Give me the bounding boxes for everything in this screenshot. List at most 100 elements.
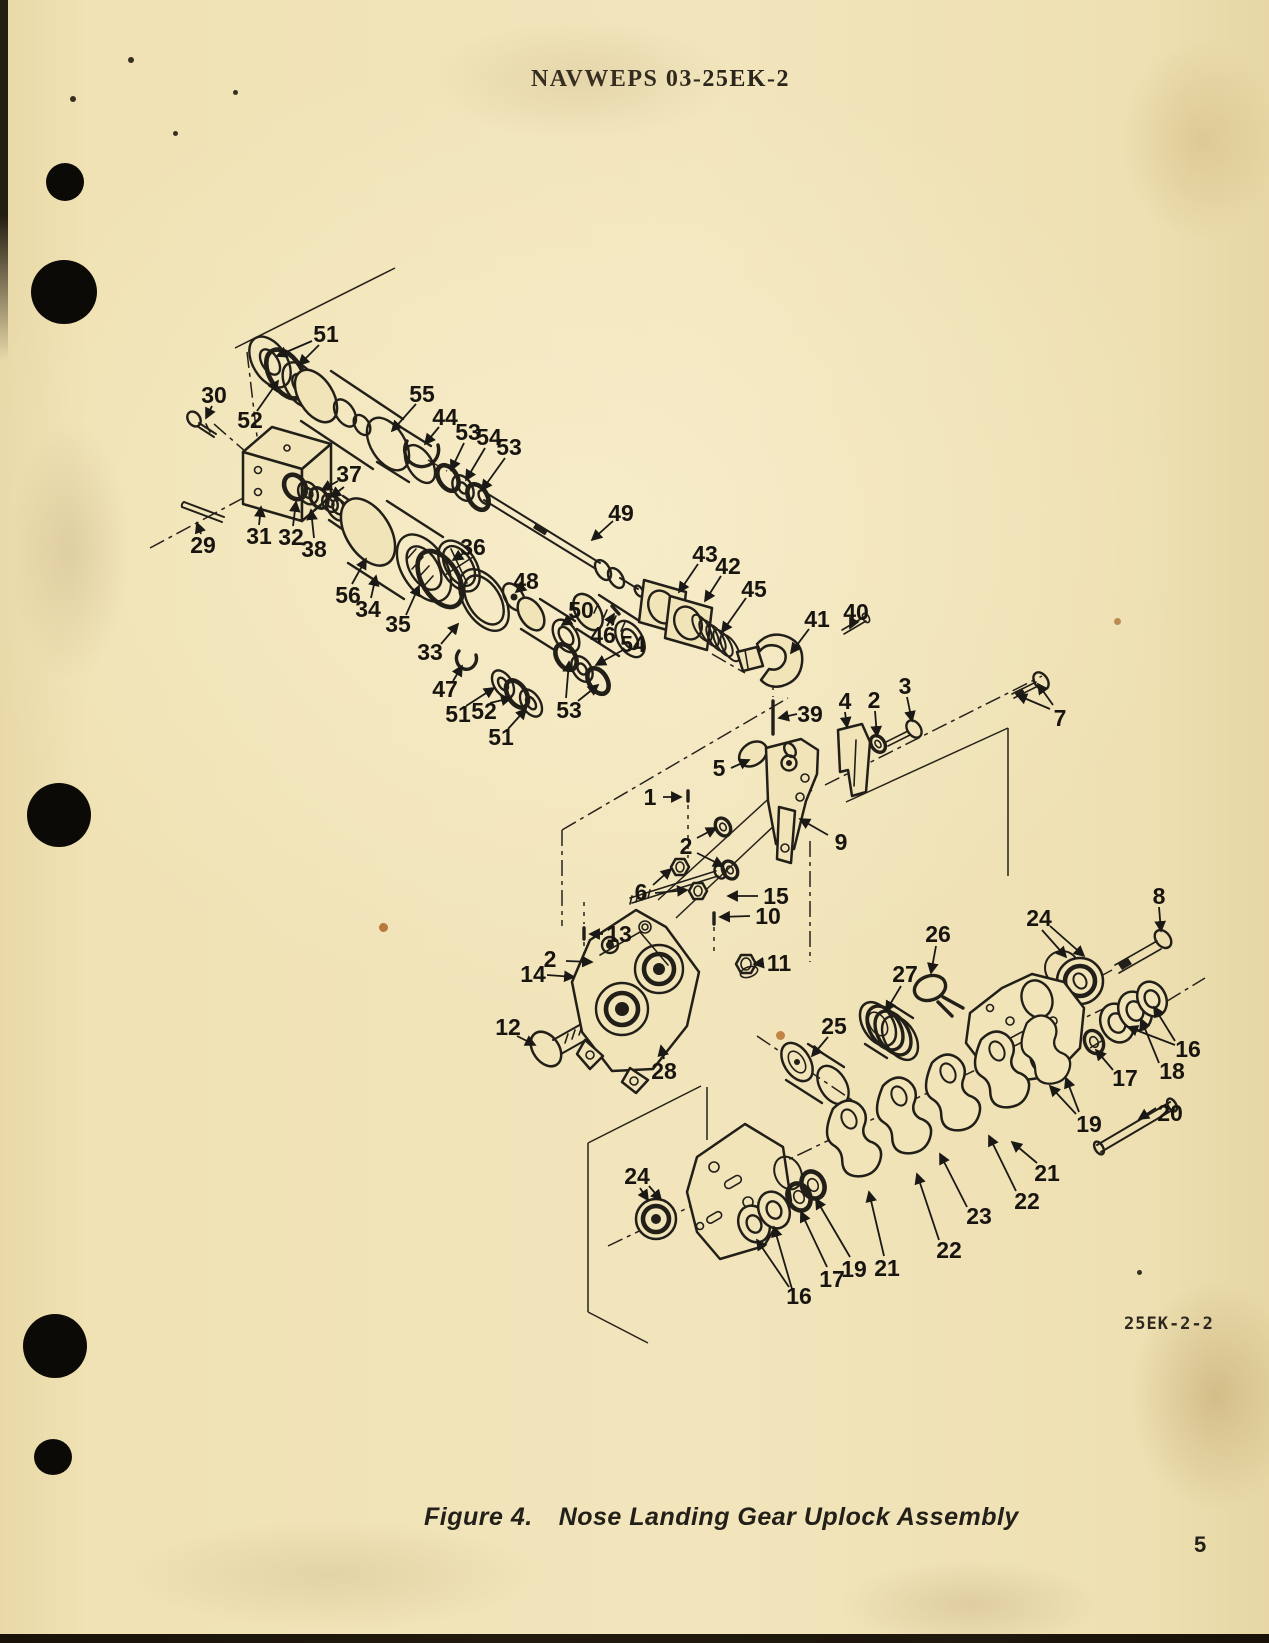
callout-number: 11 xyxy=(767,950,792,976)
punch-hole xyxy=(34,1439,72,1475)
callout-leader xyxy=(297,344,320,367)
punch-hole xyxy=(23,1314,87,1378)
callout-number: 22 xyxy=(1014,1188,1040,1214)
callout-leader xyxy=(489,694,513,706)
callout-number: 51 xyxy=(445,701,471,727)
callout-leader xyxy=(988,1134,1017,1192)
callout-number: 4 xyxy=(839,688,852,714)
callout-number: 38 xyxy=(301,536,327,562)
callout-number: 8 xyxy=(1153,883,1166,909)
callout-leader xyxy=(637,1187,649,1202)
callout-leader xyxy=(368,574,380,599)
callout-number: 53 xyxy=(455,419,481,445)
callout-number: 53 xyxy=(556,697,582,723)
callout-leader xyxy=(507,707,528,730)
callout-number: 13 xyxy=(606,921,632,947)
callout-leader xyxy=(849,616,860,630)
callout-labels: 1222345678910111213141516161717181919202… xyxy=(190,321,1201,1309)
callout-leader xyxy=(560,614,575,626)
callout-leader xyxy=(771,1225,793,1290)
callout-leader xyxy=(194,521,206,535)
figure-id: 25EK-2-2 xyxy=(1124,1314,1214,1334)
callout-number: 50 xyxy=(568,597,594,623)
callout-number: 33 xyxy=(417,639,443,665)
callout-number: 45 xyxy=(741,576,767,602)
callout-leader xyxy=(514,581,528,594)
callout-leader xyxy=(810,1036,829,1058)
callout-number: 22 xyxy=(936,1237,962,1263)
callout-leader xyxy=(256,379,280,412)
callout-leader xyxy=(480,457,506,492)
spring-clip-26 xyxy=(912,973,948,1003)
callout-number: 17 xyxy=(819,1266,845,1292)
callout-number: 31 xyxy=(246,523,272,549)
callout-leader xyxy=(1010,1140,1038,1164)
callout-leader xyxy=(678,563,699,594)
callout-leader xyxy=(752,956,765,969)
callout-number: 53 xyxy=(496,434,522,460)
callout-number: 3 xyxy=(899,673,912,699)
scan-edge-left xyxy=(0,0,8,360)
rust-speck xyxy=(776,1031,785,1040)
callout-leader xyxy=(565,955,594,968)
callout-number: 42 xyxy=(715,553,741,579)
callout-leader xyxy=(1036,682,1054,706)
rust-speck xyxy=(1114,618,1121,625)
scan-edge-bottom xyxy=(0,1634,1269,1643)
callout-number: 19 xyxy=(1076,1111,1102,1137)
callout-number: 19 xyxy=(841,1256,867,1282)
callout-leader xyxy=(1048,1084,1077,1115)
uplock-hook xyxy=(755,633,804,688)
ink-speck xyxy=(173,131,178,136)
callout-leader xyxy=(648,1185,663,1202)
callout-number: 30 xyxy=(201,382,227,408)
callout-number: 9 xyxy=(835,829,848,855)
callout-number: 40 xyxy=(843,599,869,625)
callout-leader xyxy=(465,687,496,707)
callout-leader xyxy=(254,505,266,526)
callout-number: 28 xyxy=(651,1058,677,1084)
bolt-8 xyxy=(1153,928,1173,950)
callout-number: 54 xyxy=(620,631,646,657)
rod-20 xyxy=(1096,1101,1171,1146)
callout-leader xyxy=(546,970,576,983)
callout-number: 21 xyxy=(874,1255,900,1281)
callout-number: 16 xyxy=(1175,1036,1201,1062)
callout-number: 7 xyxy=(1054,705,1067,731)
callout-leader xyxy=(652,867,673,886)
callout-leader xyxy=(789,628,810,655)
ink-speck xyxy=(1137,1270,1142,1275)
callout-leader xyxy=(306,508,318,539)
callout-leader xyxy=(1015,693,1051,710)
callout-leader xyxy=(657,1044,669,1060)
callout-number: 6 xyxy=(635,879,648,905)
callout-number: 12 xyxy=(495,1014,521,1040)
figure-caption-title: Nose Landing Gear Uplock Assembly xyxy=(558,1503,1019,1531)
callout-number: 2 xyxy=(544,946,557,972)
figure-caption: Figure 4.Nose Landing Gear Uplock Assemb… xyxy=(424,1503,1019,1532)
callout-number: 51 xyxy=(488,724,514,750)
ink-speck xyxy=(128,57,134,63)
spring-45 xyxy=(691,613,741,663)
callout-leader xyxy=(927,945,939,975)
callout-number: 51 xyxy=(313,321,339,347)
callout-number: 49 xyxy=(608,500,634,526)
callout-leader xyxy=(1049,925,1086,958)
bolt-30 xyxy=(186,410,202,428)
callout-leader xyxy=(654,885,689,897)
callout-leader xyxy=(405,584,421,616)
callout-number: 23 xyxy=(966,1203,992,1229)
callout-leader xyxy=(777,710,798,722)
callout-leader xyxy=(1126,1025,1176,1046)
callout-number: 43 xyxy=(692,541,718,567)
callout-number: 14 xyxy=(520,961,546,987)
rust-speck xyxy=(379,923,388,932)
callout-number: 25 xyxy=(821,1013,847,1039)
callout-leader xyxy=(720,597,747,634)
callout-leader xyxy=(730,758,751,770)
callout-number: 55 xyxy=(409,381,435,407)
callout-leader xyxy=(865,1190,885,1257)
callout-leader xyxy=(562,660,575,699)
callout-number: 16 xyxy=(786,1283,812,1309)
callout-leader xyxy=(1139,1017,1160,1064)
